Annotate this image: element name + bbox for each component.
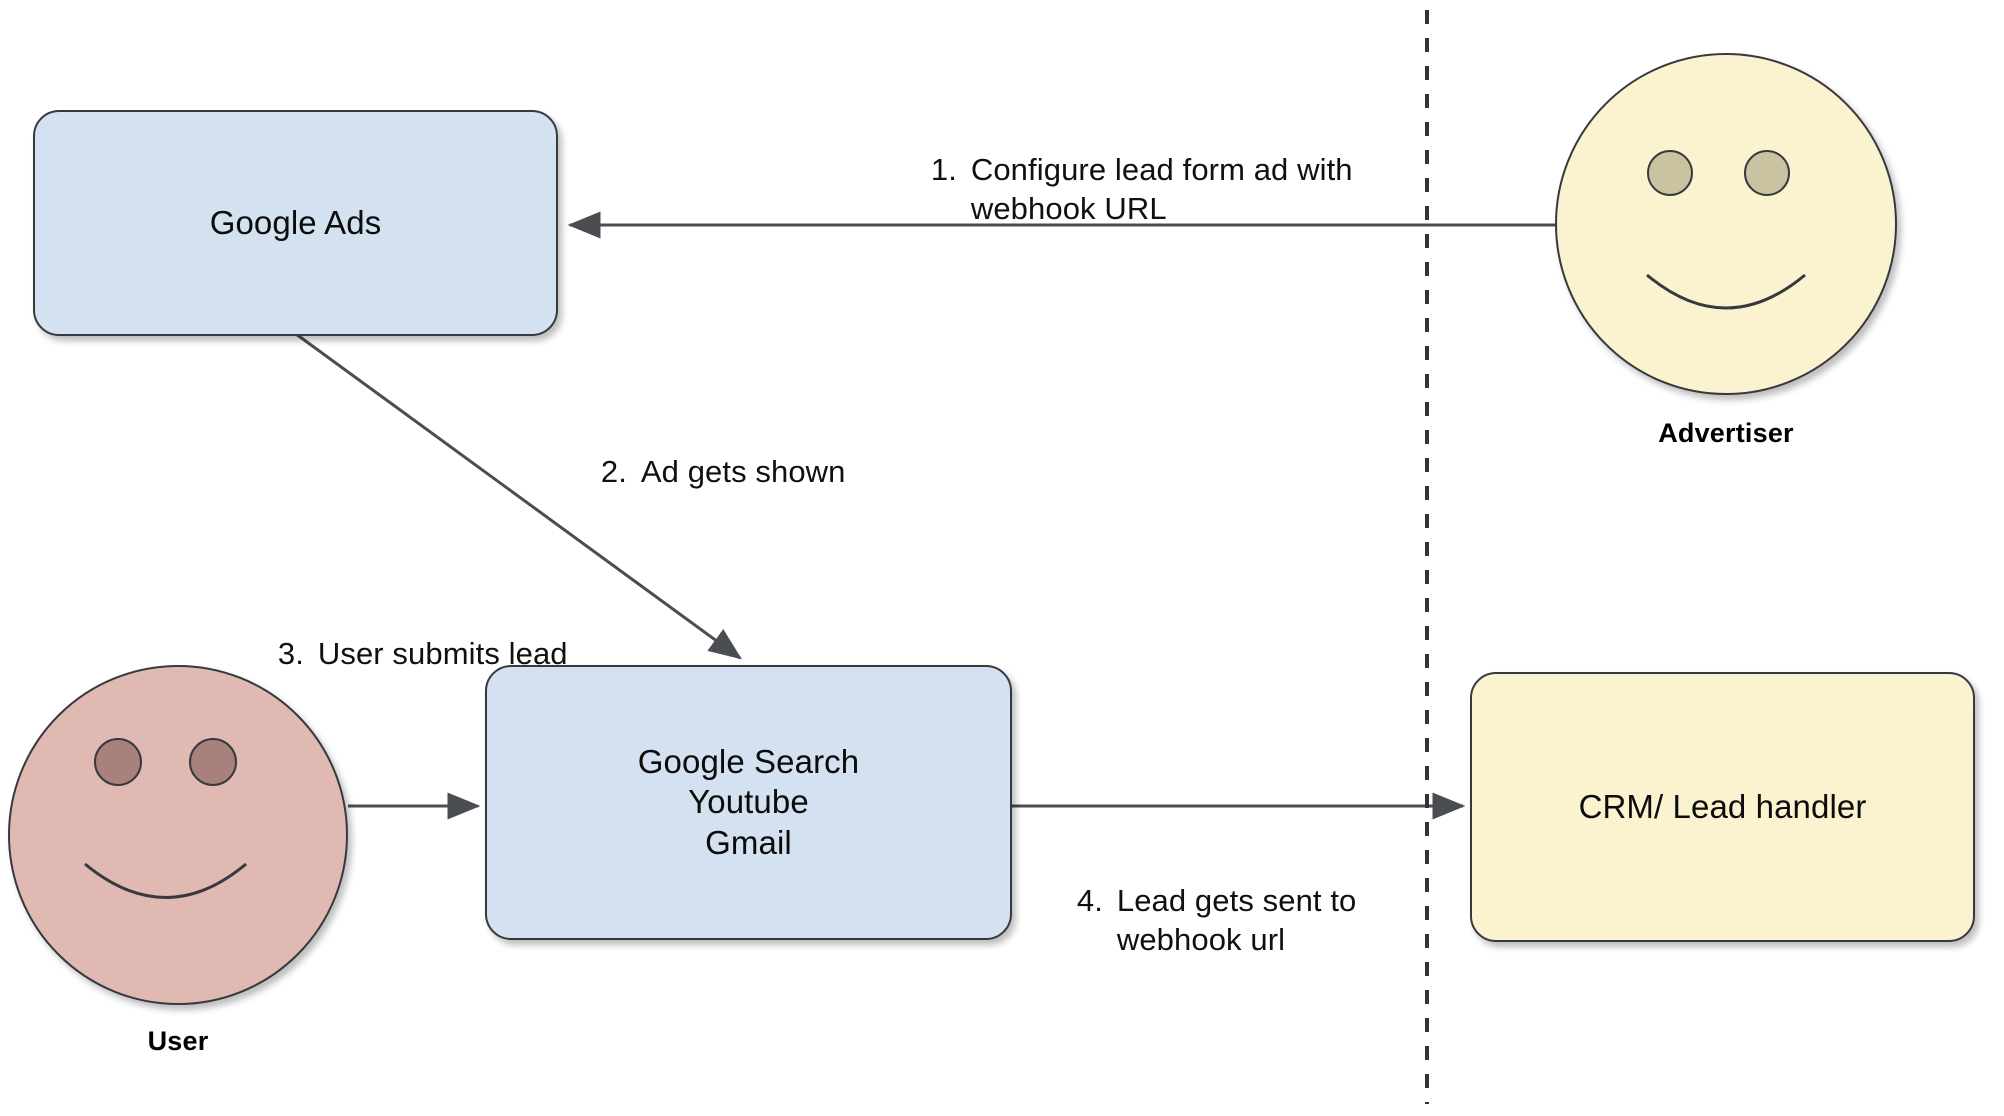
- actor-advertiser-label: Advertiser: [1658, 418, 1794, 448]
- user-right-eye-icon: [189, 738, 237, 786]
- edge-label-step-2: 2. Ad gets shown: [566, 412, 846, 531]
- advertiser-face-features: [1646, 150, 1806, 310]
- edge-label-step-4-number: 4.: [1076, 882, 1103, 918]
- edge-label-step-2-text: Ad gets shown: [640, 453, 846, 489]
- actor-user-label: User: [147, 1026, 209, 1056]
- node-crm-lead-handler-label: CRM/ Lead handler: [1578, 787, 1867, 825]
- node-google-properties-label: Google Search Youtube Gmail: [637, 743, 860, 861]
- actor-user[interactable]: User: [8, 665, 348, 1056]
- edge-label-step-3: 3. User submits lead: [243, 594, 568, 713]
- advertiser-left-eye-icon: [1647, 150, 1693, 196]
- advertiser-smile-icon: [1646, 273, 1806, 310]
- edge-label-step-4: 4. Lead gets sent to webhook url: [1042, 841, 1356, 1000]
- node-google-ads-label: Google Ads: [209, 203, 382, 241]
- user-smile-icon: [84, 862, 247, 899]
- node-google-properties[interactable]: Google Search Youtube Gmail: [485, 665, 1012, 940]
- node-crm-lead-handler[interactable]: CRM/ Lead handler: [1470, 672, 1975, 942]
- edge-label-step-1: 1. Configure lead form ad with webhook UR…: [896, 110, 1353, 269]
- user-face-circle: [8, 665, 348, 1005]
- edge-label-step-3-text: User submits lead: [317, 635, 568, 671]
- node-google-ads[interactable]: Google Ads: [33, 110, 558, 336]
- actor-advertiser[interactable]: Advertiser: [1555, 53, 1897, 448]
- edge-label-step-1-number: 1.: [930, 151, 957, 187]
- edge-label-step-1-text: Configure lead form ad with webhook URL: [970, 151, 1353, 227]
- edge-label-step-4-text: Lead gets sent to webhook url: [1116, 882, 1357, 958]
- user-left-eye-icon: [94, 738, 142, 786]
- user-face-features: [84, 738, 247, 899]
- advertiser-right-eye-icon: [1744, 150, 1790, 196]
- edge-label-step-2-number: 2.: [600, 453, 627, 489]
- edge-label-step-3-number: 3.: [277, 635, 304, 671]
- advertiser-face-circle: [1555, 53, 1897, 395]
